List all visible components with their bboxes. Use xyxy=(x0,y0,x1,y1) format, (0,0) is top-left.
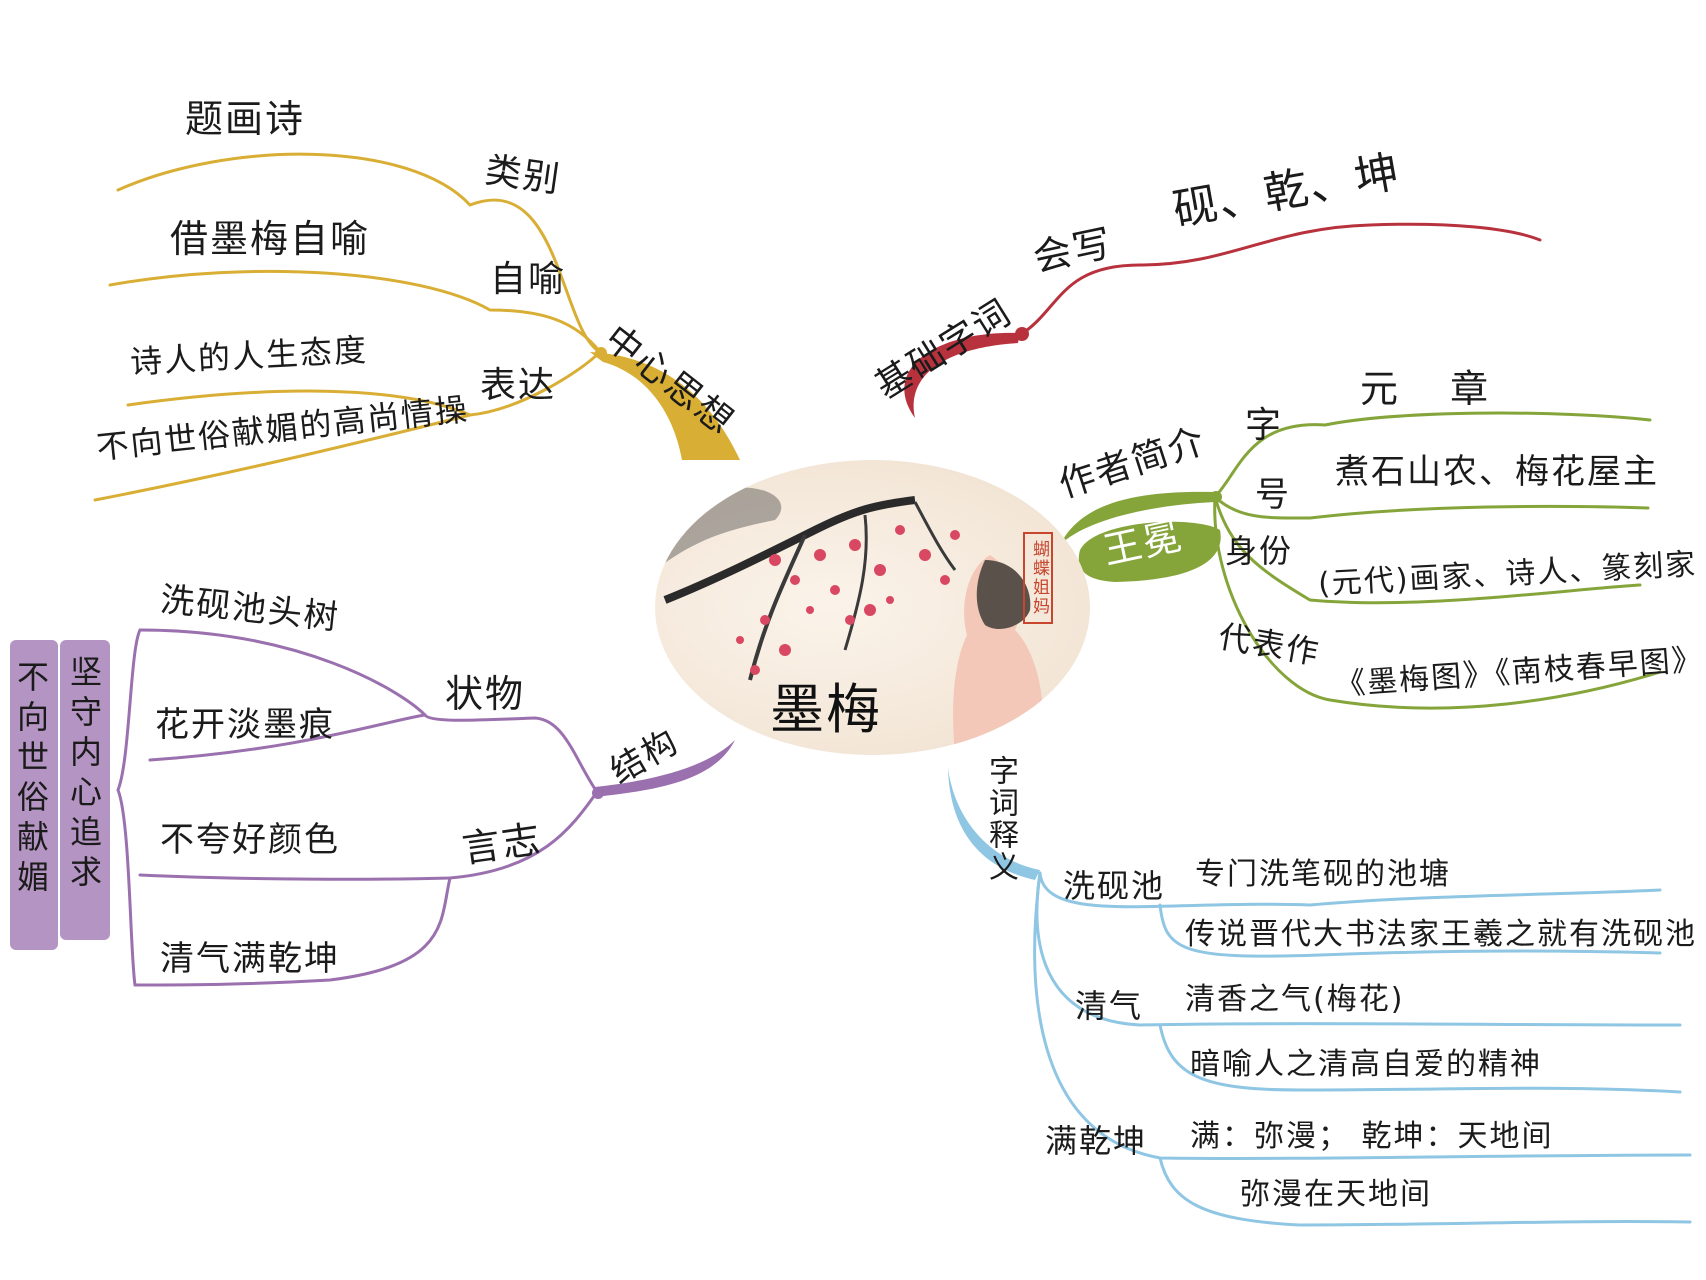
central-idea-branch xyxy=(93,152,740,502)
vocab-term-2: 清气 xyxy=(1075,987,1144,1025)
center-title: 墨梅 xyxy=(770,678,882,741)
object-2: 花开淡墨痕 xyxy=(155,705,335,745)
category-value: 题画诗 xyxy=(185,97,306,141)
vocab-title: 字词释义 xyxy=(983,755,1018,883)
author-branch xyxy=(1060,411,1662,710)
artist-seal: 蝴蝶姐妈 xyxy=(1023,532,1053,624)
structure-wedge xyxy=(595,740,735,797)
courtesy-value: 元 章 xyxy=(1360,367,1509,411)
vocab-term-1-def-1: 专门洗笔砚的池塘 xyxy=(1195,857,1451,892)
aspiration-1: 不夸好颜色 xyxy=(160,820,340,860)
vocab-branch xyxy=(948,768,1692,1227)
vocab-term-3-def-2: 弥漫在天地间 xyxy=(1240,1177,1432,1212)
structure-branch xyxy=(116,628,735,987)
identity-label: 身份 xyxy=(1225,532,1294,570)
basics-wedge xyxy=(904,332,1020,418)
central-idea-wedge xyxy=(590,352,740,460)
center-painting: 蝴蝶姐妈 xyxy=(655,460,1090,755)
alias-value: 煮石山农、梅花屋主 xyxy=(1335,452,1659,492)
vocab-term-2-def-1: 清香之气(梅花) xyxy=(1185,982,1405,1017)
express-label: 表达 xyxy=(480,365,557,406)
vocab-term-1: 洗砚池 xyxy=(1063,867,1166,905)
vocab-term-2-def-2: 暗喻人之清高自爱的精神 xyxy=(1190,1047,1542,1082)
summary-bars xyxy=(10,640,110,950)
summary-1: 坚守内心追求 xyxy=(65,655,103,895)
author-wedge xyxy=(1060,491,1215,545)
summary-2: 不向世俗献媚 xyxy=(12,660,50,900)
metaphor-value: 借墨梅自喻 xyxy=(170,217,371,261)
vocab-term-3: 满乾坤 xyxy=(1045,1122,1148,1160)
vocab-wedge xyxy=(948,768,1040,880)
plum-blossom-painting xyxy=(655,487,1044,755)
vocab-term-3-def-1: 满：弥漫； 乾坤：天地间 xyxy=(1190,1119,1554,1154)
aspiration-2: 清气满乾坤 xyxy=(160,939,340,979)
vocab-term-1-def-2: 传说晋代大书法家王羲之就有洗砚池 xyxy=(1185,917,1697,952)
object-label: 状物 xyxy=(445,672,526,716)
alias-label: 号 xyxy=(1255,475,1291,515)
courtesy-label: 字 xyxy=(1245,405,1284,446)
aspiration-label: 言志 xyxy=(459,816,545,872)
metaphor-label: 自喻 xyxy=(490,259,567,300)
category-label: 类别 xyxy=(482,149,564,202)
basics-branch xyxy=(904,222,1542,418)
